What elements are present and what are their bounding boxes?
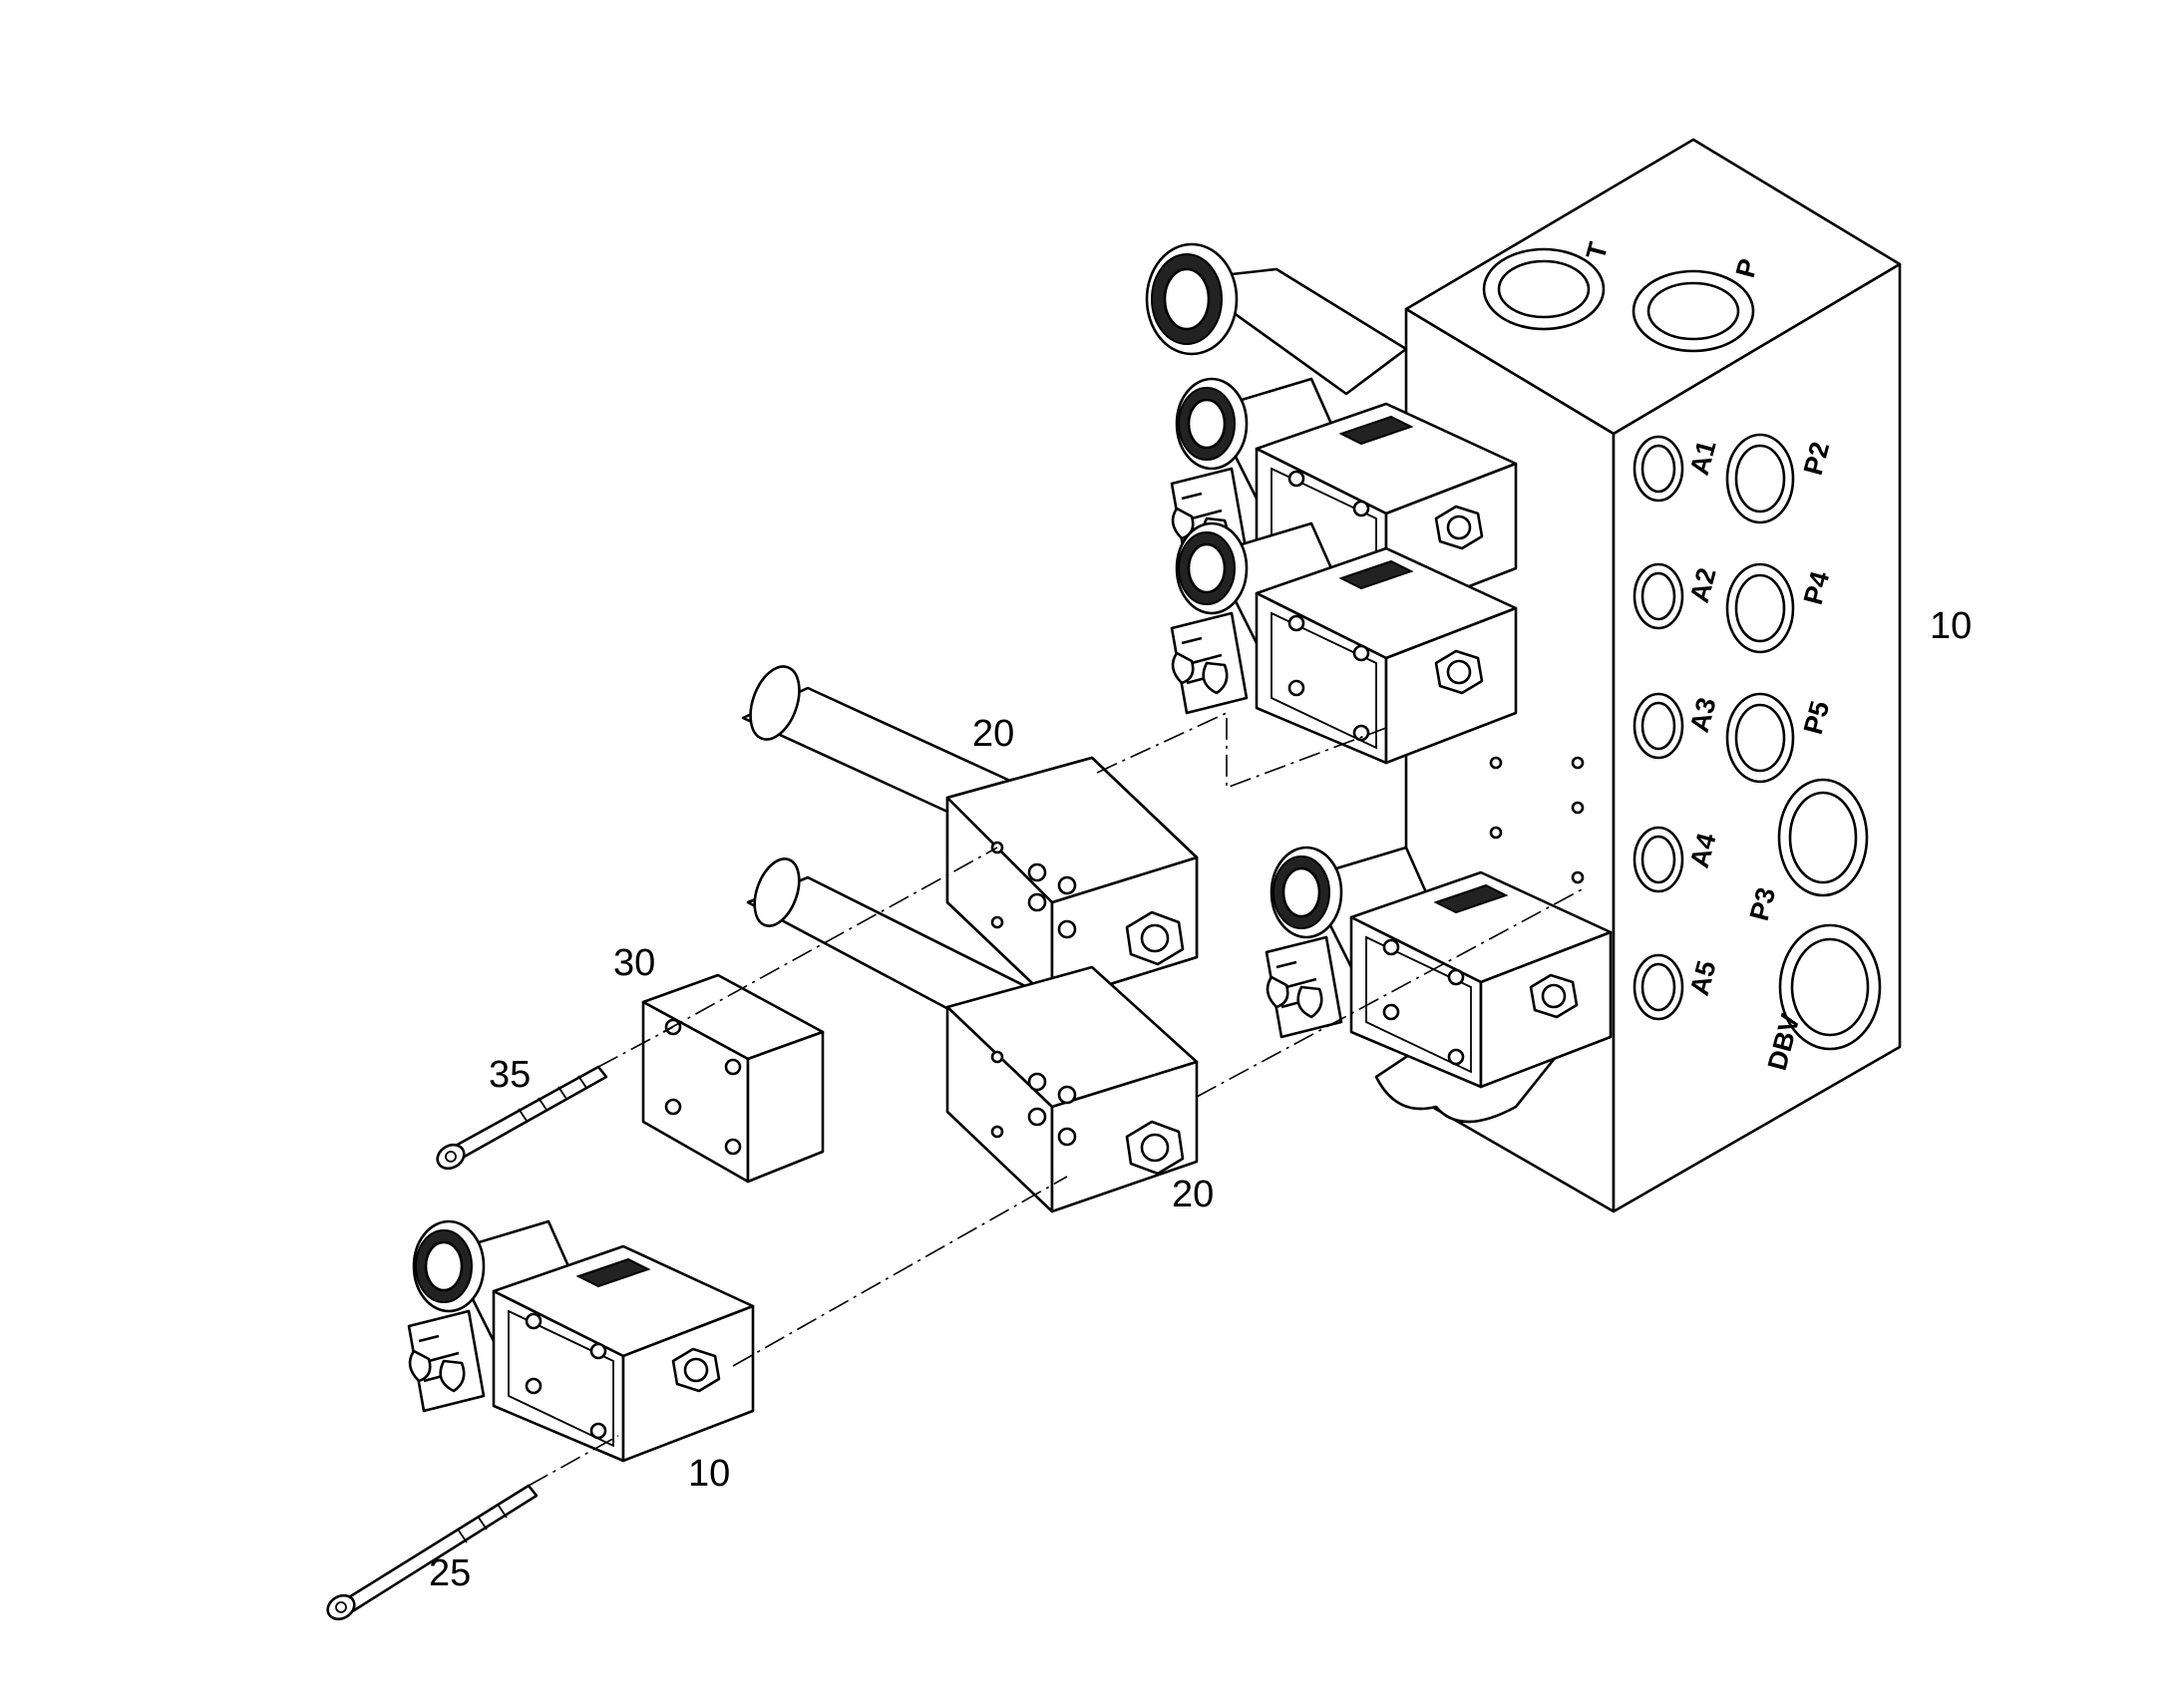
- p-port-holes: [1725, 433, 1882, 1051]
- solenoid-valve-front: [407, 1219, 755, 1463]
- callout-valve-front: 10: [688, 1453, 730, 1495]
- pilot-block-lower: [746, 857, 1199, 1213]
- screw-long: [326, 1484, 539, 1621]
- a-port-holes: [1633, 435, 1684, 1021]
- callout-pilot-lower: 20: [1172, 1174, 1214, 1215]
- callout-pilot-upper: 20: [972, 713, 1014, 755]
- screw-short: [436, 1065, 608, 1171]
- cover-plate: [641, 973, 825, 1184]
- callout-screw-long: 25: [429, 1552, 471, 1594]
- callout-cover-plate: 30: [613, 942, 655, 984]
- valve-mounted-top: [1145, 242, 1518, 765]
- assembly-lines: [528, 711, 1587, 1487]
- callout-manifold: 10: [1930, 605, 1972, 647]
- valve-mounted-lower: [1265, 846, 1613, 1124]
- callout-screw-short: 35: [489, 1054, 531, 1096]
- pilot-block-upper: [741, 665, 1199, 1004]
